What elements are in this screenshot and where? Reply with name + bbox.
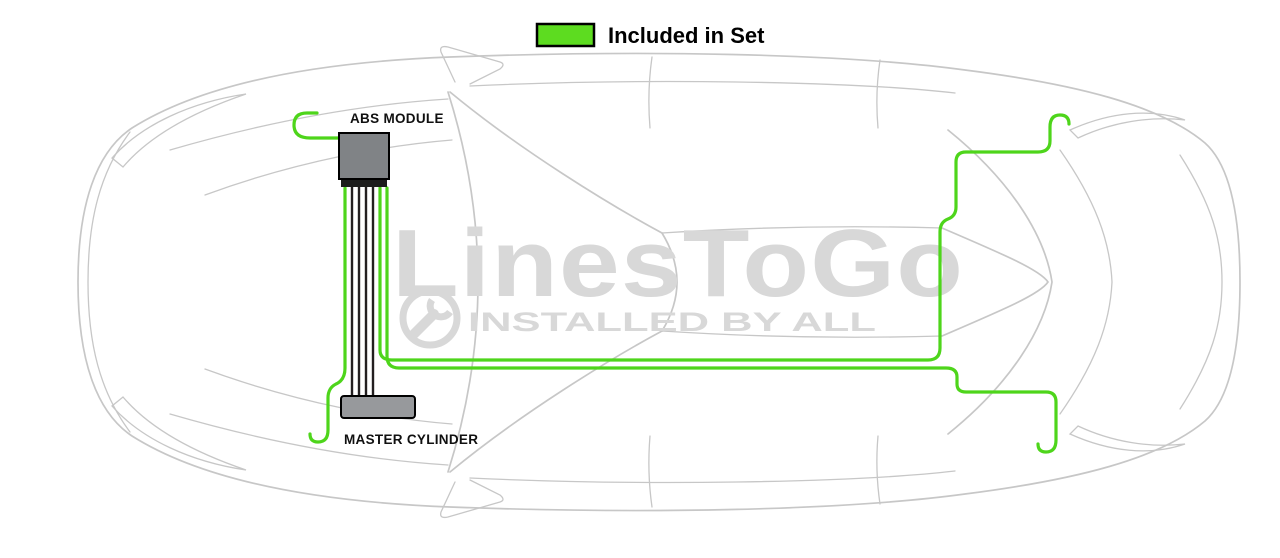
- door-seam-rear-top: [876, 59, 881, 129]
- taillight-bottom: [1068, 425, 1186, 452]
- hood-crease-top: [169, 98, 449, 151]
- wrench-icon: [399, 287, 461, 349]
- body-side-line-top: [469, 80, 956, 94]
- watermark: LinesToGo INSTALLED BY ALL: [392, 210, 964, 349]
- components: [338, 132, 416, 419]
- hood-crease-inner-top: [204, 139, 453, 196]
- headlight-left-bottom: [111, 396, 247, 471]
- a-pillar-bottom: [449, 330, 663, 473]
- wrench-icon-circle: [399, 287, 461, 349]
- windshield-front-edge: [447, 91, 479, 473]
- component-labels: ABS MODULE MASTER CYLINDER: [344, 111, 478, 447]
- roof-rail-bottom: [661, 330, 943, 338]
- hood-crease-bottom: [169, 413, 449, 466]
- a-pillar-top: [449, 91, 663, 234]
- rear-window-edge: [941, 227, 1049, 337]
- taillight-top: [1068, 112, 1186, 139]
- abs-module-label: ABS MODULE: [350, 111, 444, 126]
- door-seam-front-bottom: [648, 435, 653, 508]
- car-body-silhouette: [77, 52, 1241, 512]
- rear-brake-line-passenger: [378, 113, 1071, 362]
- abs-module-box: [338, 132, 390, 180]
- trunk-crease: [1059, 149, 1113, 415]
- wrench-icon-handle: [409, 309, 439, 339]
- watermark-tagline-text: INSTALLED BY ALL: [468, 307, 876, 337]
- body-side-line-bottom: [469, 470, 956, 484]
- wrench-icon-head: [426, 298, 453, 321]
- legend-label: Included in Set: [608, 23, 765, 48]
- roof-front-edge: [661, 232, 678, 332]
- side-mirror-bottom: [440, 479, 504, 519]
- rear-bumper-line: [1179, 154, 1223, 410]
- headlight-left-top: [111, 93, 247, 168]
- master-cylinder-label: MASTER CYLINDER: [344, 432, 478, 447]
- door-seam-rear-bottom: [876, 435, 881, 505]
- front-bumper-inner-line: [87, 131, 131, 433]
- car-outline: [77, 45, 1241, 519]
- included-brake-lines: [292, 111, 1071, 454]
- master-cylinder-line: [308, 186, 347, 444]
- c-pillar-line: [947, 129, 1053, 435]
- door-seam-front-top: [648, 56, 653, 129]
- side-mirror-top: [440, 45, 504, 85]
- roof-rail-top: [661, 226, 943, 234]
- abs-module-connector: [341, 176, 387, 187]
- front-brake-line-hook: [292, 111, 342, 140]
- steel-lines: [350, 185, 375, 398]
- legend-color-swatch: [535, 22, 596, 48]
- rear-brake-line-driver: [385, 186, 1058, 454]
- legend: Included in Set: [535, 22, 765, 48]
- watermark-brand-text: LinesToGo: [392, 210, 964, 317]
- master-cylinder-box: [340, 395, 416, 419]
